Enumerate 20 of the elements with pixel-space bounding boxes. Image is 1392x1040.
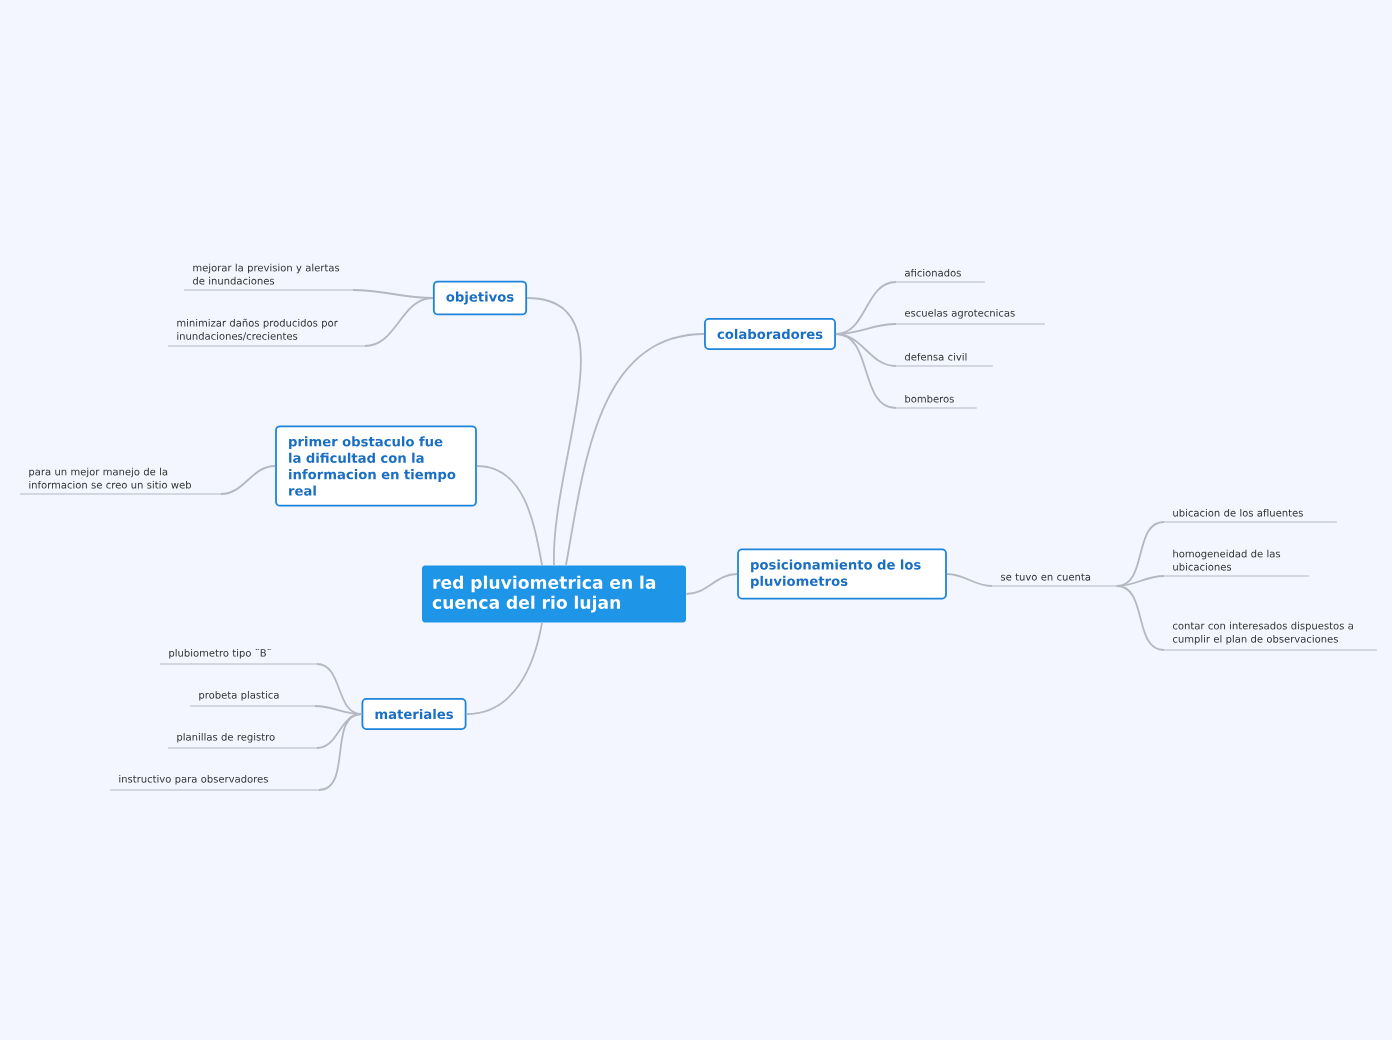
branch-line	[1115, 575, 1165, 587]
branch-line	[835, 333, 897, 367]
branch-line	[946, 573, 993, 587]
branch-line	[476, 465, 543, 567]
branch-line	[363, 297, 434, 347]
branch-line	[565, 333, 705, 567]
branch-line	[835, 281, 897, 335]
branch-line	[685, 573, 738, 595]
central-topic-box: red pluviometrica en la cuenca del rio lujan	[422, 565, 686, 623]
branch-line	[313, 705, 363, 715]
branch-line	[317, 713, 363, 791]
branch-line	[219, 465, 276, 495]
branch-line	[526, 297, 582, 567]
branch-line	[315, 663, 363, 715]
branch-line	[835, 333, 897, 409]
branch-line	[1115, 585, 1165, 651]
branch-line	[835, 323, 897, 335]
branch-line	[1115, 521, 1165, 587]
branch-line	[465, 621, 543, 715]
branch-line	[351, 289, 434, 299]
